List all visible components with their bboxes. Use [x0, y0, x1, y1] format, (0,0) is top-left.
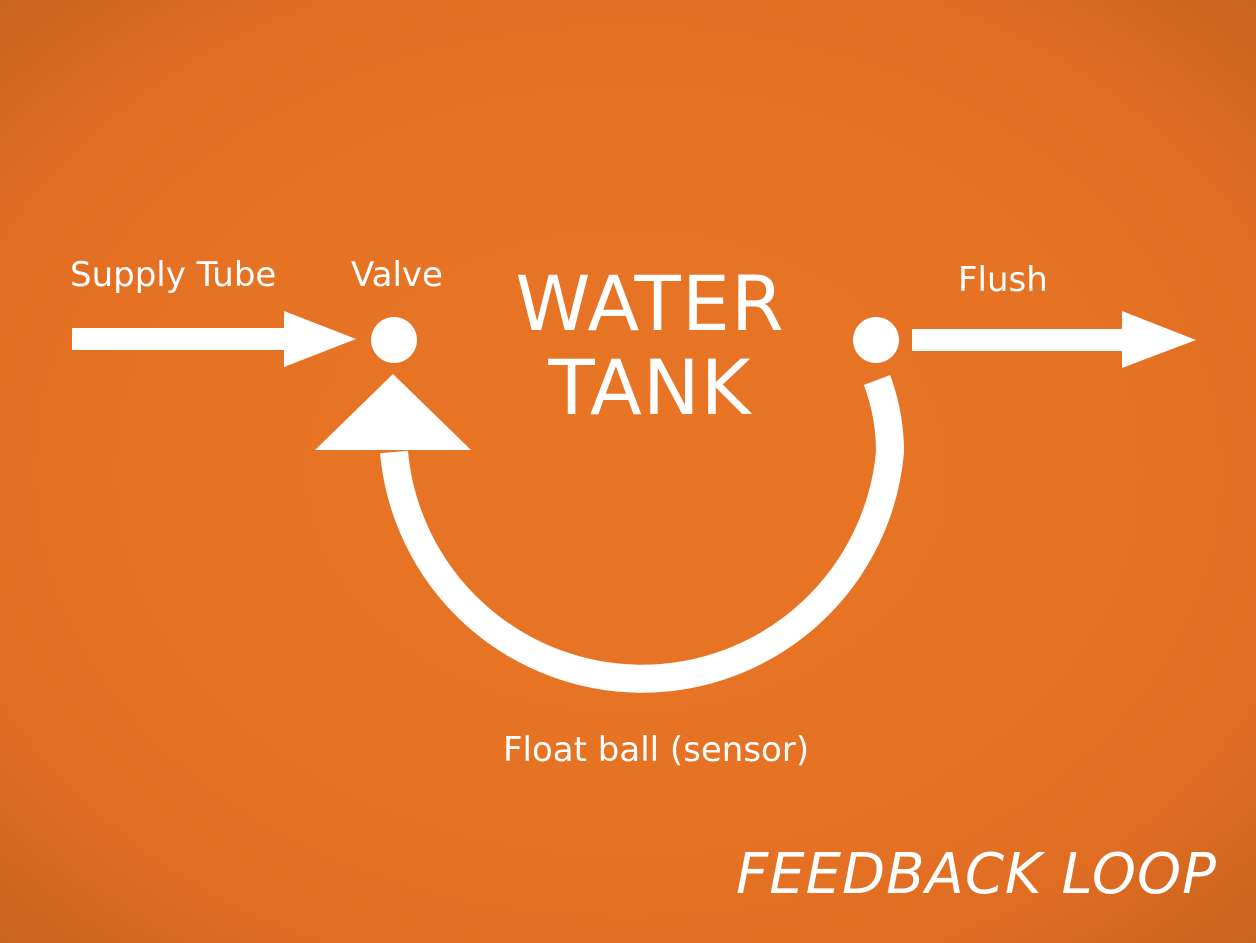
flush-node — [853, 317, 899, 363]
float-ball-label: Float ball (sensor) — [503, 730, 810, 770]
flush-label: Flush — [958, 260, 1048, 300]
supply-arrow-shaft — [72, 328, 290, 350]
flush-arrow — [912, 311, 1196, 368]
water-tank-line1: WATER — [515, 259, 785, 348]
feedback-loop-arc — [380, 375, 905, 693]
supply-arrow — [72, 311, 356, 367]
flush-arrow-shaft — [912, 329, 1128, 351]
flush-arrow-head — [1122, 311, 1196, 368]
water-tank-label: WATER TANK — [480, 262, 820, 430]
water-tank-line2: TANK — [548, 343, 752, 432]
valve-node — [371, 317, 417, 363]
supply-arrow-head — [284, 311, 356, 367]
diagram-title: FEEDBACK LOOP — [736, 842, 1217, 907]
valve-label: Valve — [351, 255, 443, 295]
feedback-arrow-head — [315, 374, 471, 450]
supply-tube-label: Supply Tube — [70, 255, 277, 295]
